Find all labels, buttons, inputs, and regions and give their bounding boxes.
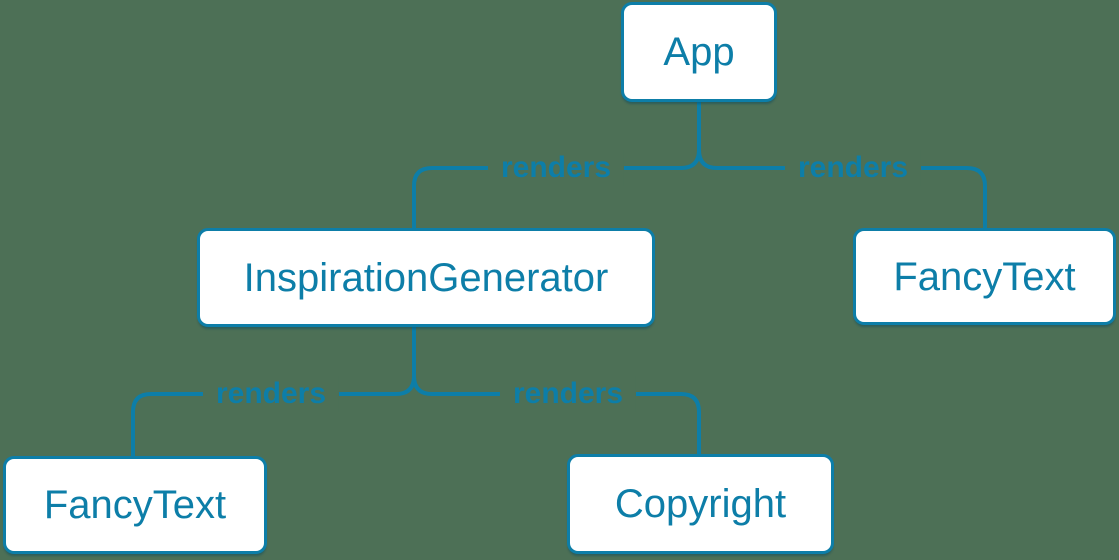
node-copyright-label: Copyright <box>614 482 787 526</box>
edge-label-inspirationgenerator-copyright: renders <box>499 376 637 412</box>
node-fancy-text-left: FancyText <box>3 456 267 554</box>
node-app: App <box>621 2 777 102</box>
node-fancy-text-left-label: FancyText <box>43 483 227 527</box>
node-app-label: App <box>663 30 735 74</box>
edge-label-inspirationgenerator-fancytext: renders <box>202 376 340 412</box>
node-fancy-text-right-label: FancyText <box>893 254 1076 299</box>
edge-label-app-fancytext: renders <box>784 150 922 186</box>
node-inspiration-generator-label: InspirationGenerator <box>243 255 609 300</box>
node-fancy-text-right: FancyText <box>853 228 1116 325</box>
node-inspiration-generator: InspirationGenerator <box>197 228 655 327</box>
node-copyright: Copyright <box>567 454 834 554</box>
edge-label-app-inspirationgenerator: renders <box>487 150 625 186</box>
